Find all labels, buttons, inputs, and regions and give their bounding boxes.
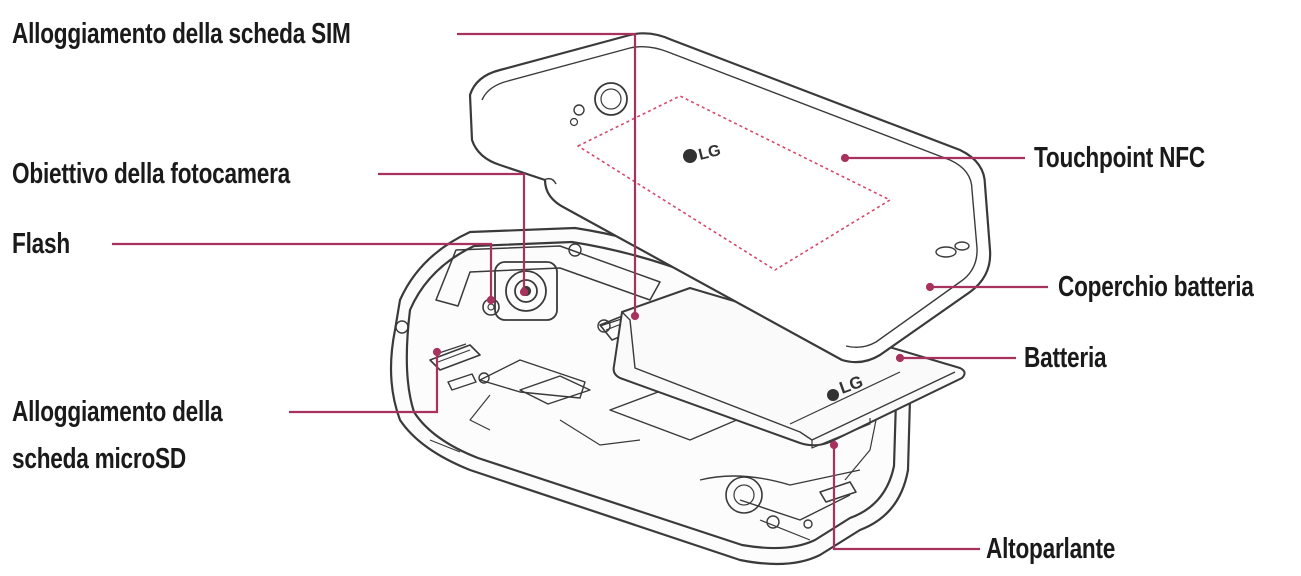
leader-speaker — [832, 445, 980, 551]
label-nfc: Touchpoint NFC — [1034, 142, 1205, 174]
label-battery-cover: Coperchio batteria — [1058, 271, 1254, 303]
leader-microsd-slot — [289, 352, 439, 414]
label-camera-lens: Obiettivo della fotocamera — [12, 158, 290, 190]
battery: LG — [612, 287, 966, 449]
leader-camera-lens — [378, 172, 526, 292]
label-speaker: Altoparlante — [986, 533, 1116, 565]
label-battery: Batteria — [1024, 342, 1107, 374]
leader-flash — [112, 242, 493, 300]
label-microsd-line1: Alloggiamento della — [12, 396, 223, 428]
leader-sim-slot — [457, 32, 637, 316]
leader-lines — [112, 32, 1048, 551]
label-microsd-line2: scheda microSD — [12, 443, 186, 475]
cover-logo: LG — [697, 142, 723, 164]
label-flash: Flash — [12, 228, 70, 260]
label-sim-slot: Alloggiamento della scheda SIM — [12, 18, 351, 50]
